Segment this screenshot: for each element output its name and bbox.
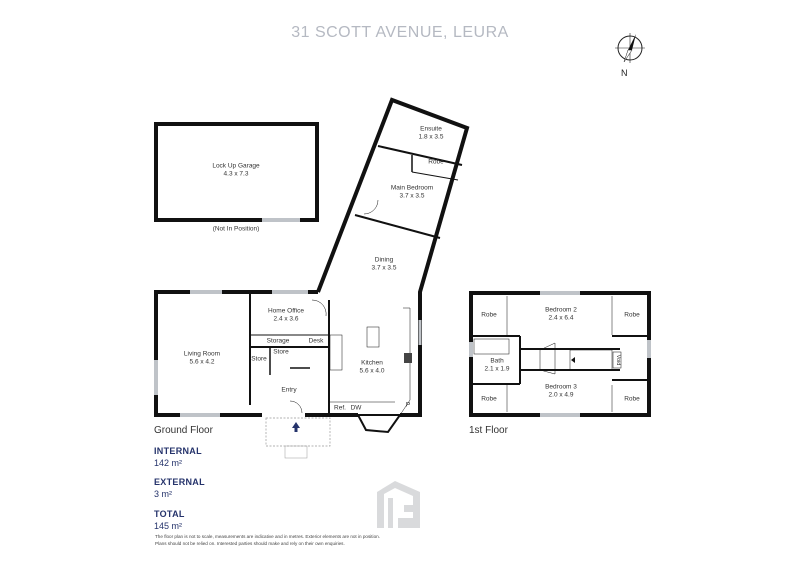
total-area-value: 145 m² <box>154 521 183 531</box>
garage-outline <box>154 122 319 222</box>
room-size: 2.0 x 4.9 <box>548 391 574 398</box>
room-robe: Robe <box>481 395 497 403</box>
room-size: 2.1 x 1.9 <box>484 365 510 372</box>
room-size: 1.8 x 3.5 <box>418 133 444 140</box>
disclaimer-line-1: The floor plan is not to scale, measurem… <box>155 534 380 539</box>
room-size: 3.7 x 3.5 <box>371 264 397 271</box>
external-area-label: EXTERNAL <box>154 477 205 487</box>
compass-icon <box>615 33 645 63</box>
room-size: 5.6 x 4.2 <box>189 358 215 365</box>
room-size: 2.4 x 3.6 <box>273 315 299 322</box>
internal-area-label: INTERNAL <box>154 446 202 456</box>
room-name: Ensuite <box>420 125 442 133</box>
garage-note: (Not In Position) <box>212 225 260 233</box>
ground-floor-walls <box>154 97 470 459</box>
room-storage: Storage <box>266 337 290 345</box>
room-store: Store <box>251 355 267 363</box>
first-floor-walls <box>469 291 651 417</box>
external-area-value: 3 m² <box>154 489 172 499</box>
room-name: Bedroom 2 <box>545 306 577 314</box>
ground-floor-label: Ground Floor <box>154 425 213 436</box>
property-address-title: 31 SCOTT AVENUE, LEURA <box>291 24 509 41</box>
room-size: 3.7 x 3.5 <box>399 192 425 199</box>
room-store: Store <box>273 348 289 356</box>
room-void: Void <box>614 354 621 366</box>
room-desk: Desk <box>308 337 324 345</box>
room-name: Dining <box>374 256 394 264</box>
appliance-dw: DW <box>350 404 362 412</box>
room-robe: Robe <box>624 395 640 403</box>
room-name: Lock Up Garage <box>212 162 260 170</box>
room-size: 2.4 x 6.4 <box>548 314 574 321</box>
room-name: Bath <box>490 357 504 365</box>
disclaimer-line-2: Plans should not be relied on. Intereste… <box>155 540 345 546</box>
first-floor-label: 1st Floor <box>469 425 508 436</box>
company-logo <box>377 481 420 528</box>
room-size: 4.3 x 7.3 <box>223 170 249 177</box>
room-name: Main Bedroom <box>390 184 434 192</box>
room-name: Living Room <box>183 350 221 358</box>
stair-arrow-icon <box>571 357 575 363</box>
room-robe: Robe <box>624 311 640 319</box>
room-name: Bedroom 3 <box>545 383 577 391</box>
room-name: Kitchen <box>361 359 383 367</box>
total-area-label: TOTAL <box>154 509 185 519</box>
room-robe: Robe <box>428 158 444 166</box>
room-name: Home Office <box>267 307 305 315</box>
disclaimer: The floor plan is not to scale, measurem… <box>155 534 380 547</box>
room-entry: Entry <box>281 386 297 394</box>
compass-north-label: N <box>621 68 628 78</box>
room-robe: Robe <box>481 311 497 319</box>
appliance-ref: Ref. <box>334 404 346 412</box>
entry-arrow-icon <box>292 422 300 432</box>
pantry-label: P <box>405 401 411 409</box>
room-size: 5.6 x 4.0 <box>359 367 385 374</box>
internal-area-value: 142 m² <box>154 458 183 468</box>
